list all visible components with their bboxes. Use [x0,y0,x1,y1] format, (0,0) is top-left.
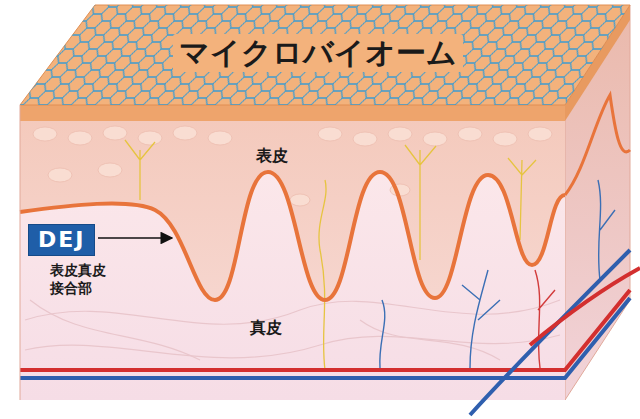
junction-line [20,172,565,300]
cell [48,168,72,182]
label-box: DEJ [28,224,95,256]
cell [98,163,122,177]
layer-label: 表皮 [256,146,288,166]
block-edge [20,105,21,400]
cell [458,127,482,141]
box-label: DEJ [38,227,85,253]
cell [173,126,197,140]
cell [353,132,377,146]
fibre [25,300,560,324]
junction-line [565,95,630,195]
collagen-fibres [25,300,560,360]
cell [208,131,232,145]
nerve [125,140,155,200]
nerve [319,180,326,370]
fibre [30,300,200,360]
artery [530,268,640,345]
capillaries [380,180,615,368]
vein [470,250,630,415]
fibre [360,320,500,360]
cell [388,127,412,141]
vein-branch [462,270,500,368]
fibre [25,335,560,358]
cell [68,131,92,145]
microbiome-net [0,0,640,110]
cell [493,132,517,146]
artery [20,290,630,370]
term-label: 表皮真皮 接合部 [50,262,114,297]
vein-branch [380,300,385,368]
layer-label: 真皮 [250,318,282,338]
artery-branch [535,270,555,368]
epidermis [20,105,565,400]
cell [33,127,57,141]
cell [318,127,342,141]
stratum-corneum [20,105,565,121]
leader-arrow [98,237,172,239]
cell [290,194,310,206]
cell [103,126,127,140]
cell [138,131,162,145]
surface-label: マイクロバイオーム [173,34,463,72]
cell [423,132,447,146]
dermis [20,172,565,400]
nerve [508,158,536,240]
cell [528,127,552,141]
